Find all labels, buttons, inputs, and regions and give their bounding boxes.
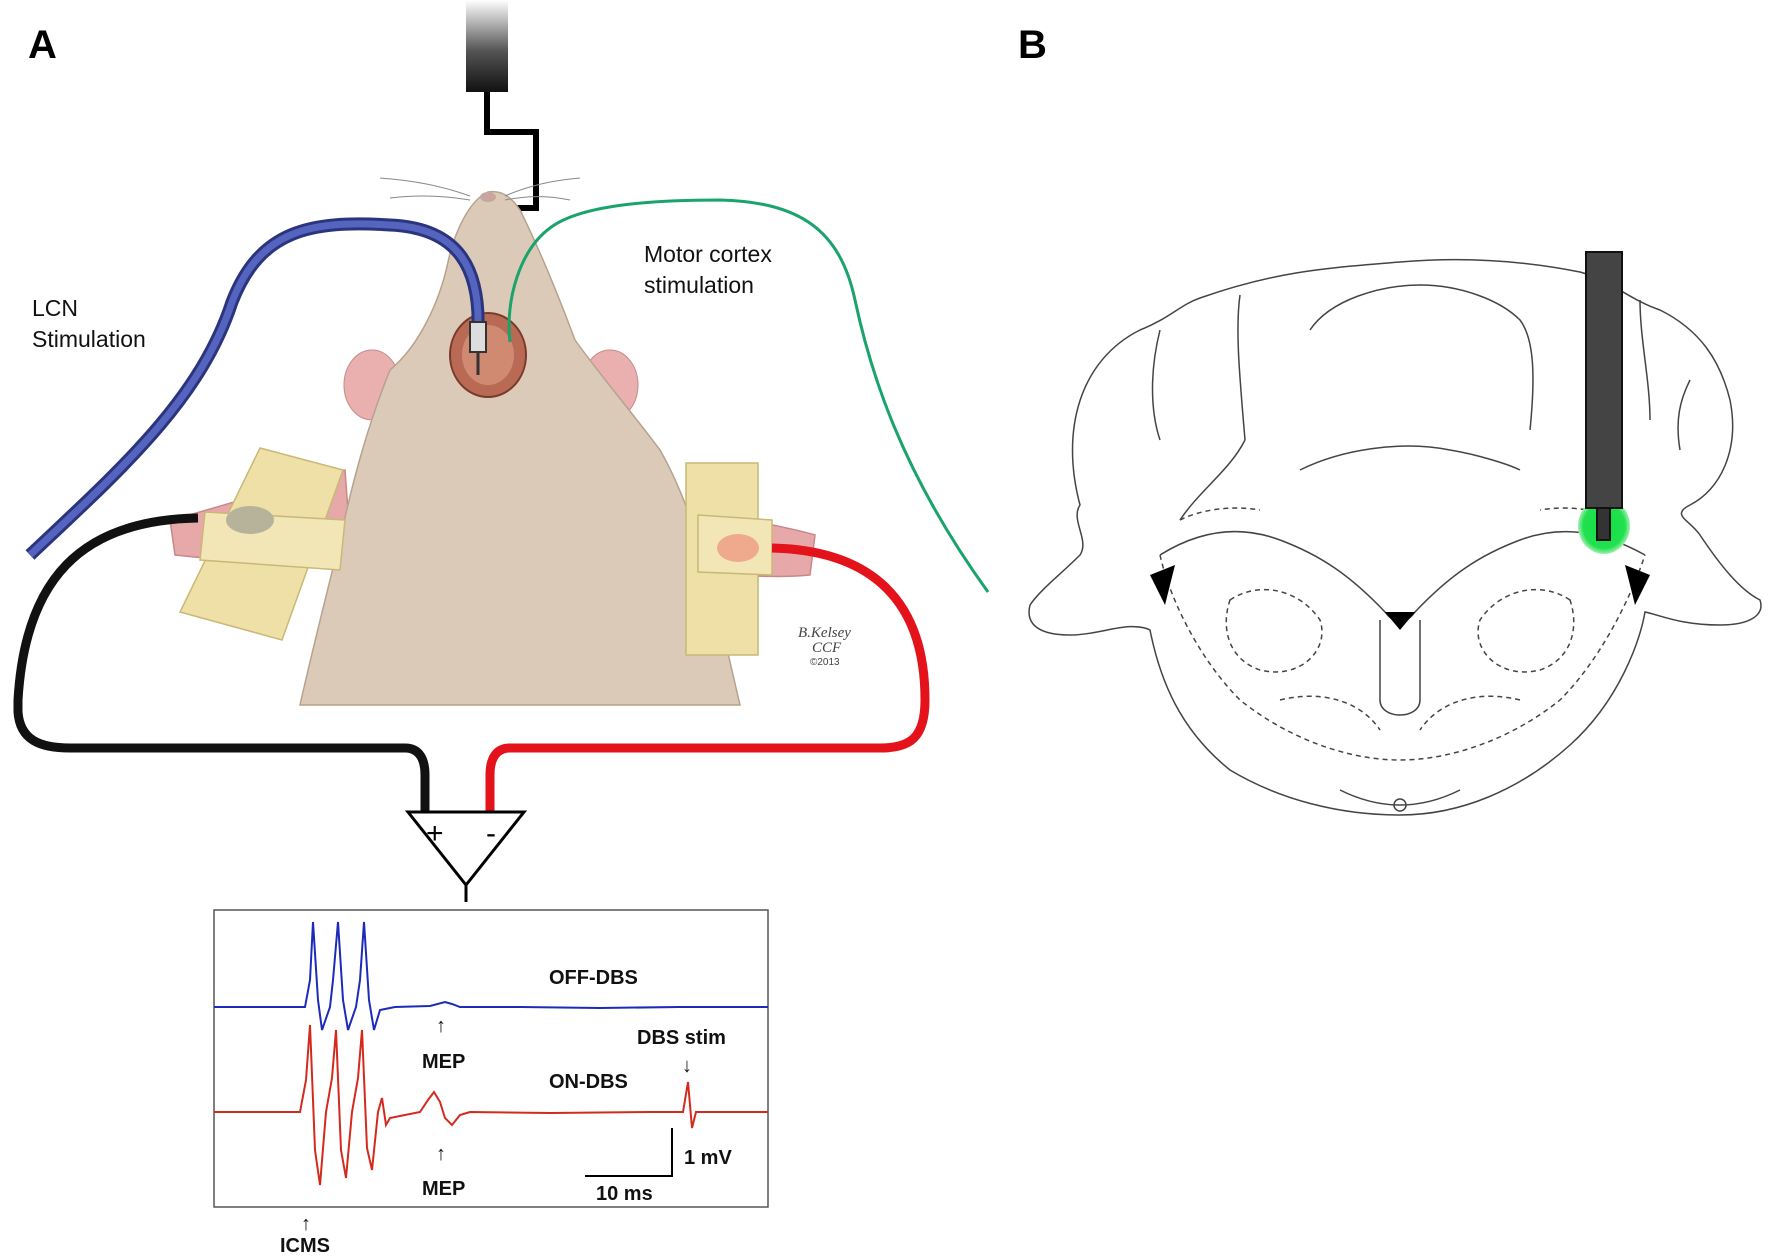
motor-label-line2: stimulation: [644, 272, 754, 298]
mep-arrow-bottom: ↑: [436, 1143, 446, 1165]
panel-letter-a: A: [28, 23, 57, 67]
dbs-electrode: [1585, 251, 1623, 541]
left-tape-electrode: [178, 447, 346, 641]
mep-arrow-top: ↑: [436, 1015, 446, 1037]
amp-minus: -: [486, 817, 496, 850]
negative-lead: [485, 543, 930, 818]
lcn-label-line2: Stimulation: [32, 326, 146, 352]
scale-label-y: 1 mV: [684, 1147, 732, 1169]
cerebellum-section: [1028, 258, 1762, 816]
icms-label: ICMS: [280, 1235, 330, 1257]
differential-amplifier: + -: [404, 810, 528, 902]
positive-lead: [13, 513, 430, 818]
panel-letter-b: B: [1018, 23, 1047, 67]
lcn-label-line1: LCN: [32, 295, 78, 321]
mep-label-top: MEP: [422, 1051, 465, 1073]
signature-name: B.Kelsey: [798, 625, 851, 641]
mep-label-bottom: MEP: [422, 1178, 465, 1200]
scale-label-x: 10 ms: [596, 1183, 653, 1205]
amp-plus: +: [426, 817, 444, 850]
scale-bar: [585, 1128, 673, 1177]
lcn-stimulation-cable: [25, 217, 487, 560]
emg-recording-panel: OFF-DBS ON-DBS ↑ MEP ↑ MEP DBS stim ↓ 1 …: [213, 909, 769, 1208]
off-dbs-trace: [214, 921, 768, 1031]
dbs-stim-label: DBS stim: [637, 1027, 726, 1049]
motor-cortex-wire: [507, 198, 990, 593]
right-tape-electrode: [685, 462, 773, 656]
stereotaxic-holder: [466, 0, 539, 211]
icms-arrow: ↑: [301, 1213, 311, 1235]
on-dbs-label: ON-DBS: [549, 1071, 628, 1093]
signature-org: CCF: [812, 640, 842, 656]
signature-year: ©2013: [810, 657, 840, 668]
motor-label-line1: Motor cortex: [644, 241, 772, 267]
artist-signature: B.Kelsey CCF ©2013: [798, 625, 851, 668]
off-dbs-label: OFF-DBS: [549, 967, 638, 989]
dbs-stim-arrow: ↓: [682, 1055, 692, 1077]
on-dbs-trace: [214, 1024, 768, 1186]
